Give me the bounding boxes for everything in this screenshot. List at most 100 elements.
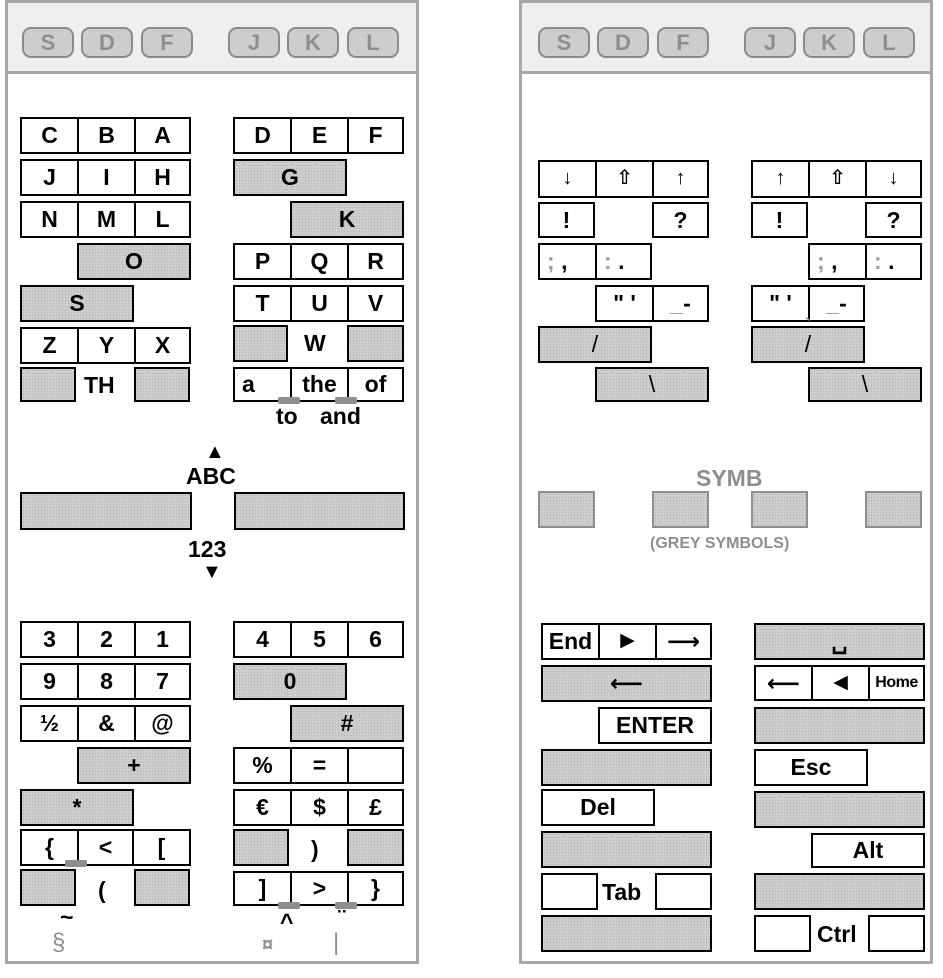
key-9[interactable]: 9 <box>20 663 77 700</box>
key-word-a[interactable]: a <box>233 367 290 402</box>
key-blank-paren-close-left[interactable] <box>233 829 289 866</box>
key-o[interactable]: O <box>77 243 191 280</box>
key-end[interactable]: End <box>541 623 598 660</box>
key-q[interactable]: Q <box>290 243 347 280</box>
key-alt[interactable]: Alt <box>811 833 925 868</box>
key-a[interactable]: A <box>134 117 191 154</box>
key-n[interactable]: N <box>20 201 77 238</box>
key-less-than[interactable]: < <box>77 829 134 866</box>
key-brace-close[interactable]: } <box>347 871 404 906</box>
key-pound[interactable]: £ <box>347 789 404 826</box>
home-key-l[interactable]: L <box>863 27 915 58</box>
key-shift[interactable]: ⇧ <box>808 160 865 198</box>
key-6[interactable]: 6 <box>347 621 404 658</box>
mode-bar-left[interactable] <box>20 492 192 530</box>
key-backslash[interactable]: \ <box>595 367 709 402</box>
key-g[interactable]: G <box>233 159 347 196</box>
key-left-triangle[interactable]: ◀ <box>811 665 868 701</box>
key-blank-right[interactable] <box>347 747 404 784</box>
key-brace-open[interactable]: { <box>20 829 77 866</box>
key-backslash[interactable]: \ <box>808 367 922 402</box>
key-v[interactable]: V <box>347 285 404 322</box>
key-asterisk[interactable]: * <box>20 789 134 826</box>
key-arrow-up[interactable]: ↑ <box>751 160 808 198</box>
key-at[interactable]: @ <box>134 705 191 742</box>
symb-key-1[interactable] <box>538 491 595 528</box>
key-x[interactable]: X <box>134 327 191 364</box>
key-l[interactable]: L <box>134 201 191 238</box>
key-i[interactable]: I <box>77 159 134 196</box>
key-arrow-up[interactable]: ↑ <box>652 160 709 198</box>
key-arrow-right[interactable]: ⟶ <box>655 623 712 660</box>
key-exclaim[interactable]: ! <box>751 202 808 238</box>
key-1[interactable]: 1 <box>134 621 191 658</box>
home-key-f[interactable]: F <box>657 27 709 58</box>
key-arrow-left-long[interactable]: ⟵ <box>541 665 712 702</box>
home-key-d[interactable]: D <box>81 27 133 58</box>
key-bracket-open[interactable]: [ <box>134 829 191 866</box>
key-arrow-left[interactable]: ⟵ <box>754 665 811 701</box>
key-b[interactable]: B <box>77 117 134 154</box>
home-key-s[interactable]: S <box>22 27 74 58</box>
key-7[interactable]: 7 <box>134 663 191 700</box>
key-slash[interactable]: / <box>538 326 652 363</box>
key-word-the[interactable]: the <box>290 367 347 402</box>
key-question[interactable]: ? <box>652 202 709 238</box>
key-0[interactable]: 0 <box>233 663 347 700</box>
key-dollar[interactable]: $ <box>290 789 347 826</box>
key-c[interactable]: C <box>20 117 77 154</box>
key-2[interactable]: 2 <box>77 621 134 658</box>
key-underscore-dash[interactable]: _- <box>652 285 709 322</box>
key-half[interactable]: ½ <box>20 705 77 742</box>
symb-key-3[interactable] <box>751 491 808 528</box>
key-f[interactable]: F <box>347 117 404 154</box>
key-exclaim[interactable]: ! <box>538 202 595 238</box>
key-blank-ctrl-left[interactable] <box>754 915 811 952</box>
key-k[interactable]: K <box>290 201 404 238</box>
key-blank-paren-close-right[interactable] <box>347 829 404 866</box>
symb-key-4[interactable] <box>865 491 922 528</box>
key-slash[interactable]: / <box>751 326 865 363</box>
key-blank-nav-right-1[interactable] <box>754 707 925 744</box>
key-blank-w-left[interactable] <box>233 325 288 362</box>
key-e[interactable]: E <box>290 117 347 154</box>
key-quotes[interactable]: " ' <box>751 285 808 322</box>
key-del[interactable]: Del <box>541 789 655 826</box>
mode-bar-right[interactable] <box>234 492 405 530</box>
key-blank-tab-left[interactable] <box>541 873 598 910</box>
key-blank-nav-left-1[interactable] <box>541 749 712 786</box>
home-key-d[interactable]: D <box>597 27 649 58</box>
home-key-j[interactable]: J <box>228 27 280 58</box>
key-space[interactable]: ␣ <box>754 623 925 660</box>
key-word-of[interactable]: of <box>347 367 404 402</box>
home-key-j[interactable]: J <box>744 27 796 58</box>
key-semicolon-comma[interactable]: ; , <box>538 243 595 280</box>
key-question[interactable]: ? <box>865 202 922 238</box>
key-ampersand[interactable]: & <box>77 705 134 742</box>
key-equals[interactable]: = <box>290 747 347 784</box>
key-blank-nav-right-2[interactable] <box>754 791 925 828</box>
home-key-s[interactable]: S <box>538 27 590 58</box>
key-blank-th-left[interactable] <box>20 367 76 402</box>
key-percent[interactable]: % <box>233 747 290 784</box>
key-blank-paren-right[interactable] <box>134 869 190 906</box>
key-blank-th-right[interactable] <box>134 367 190 402</box>
key-u[interactable]: U <box>290 285 347 322</box>
key-blank-paren-left[interactable] <box>20 869 76 906</box>
home-key-k[interactable]: K <box>287 27 339 58</box>
key-blank-nav-right-3[interactable] <box>754 873 925 910</box>
key-arrow-down[interactable]: ↓ <box>538 160 595 198</box>
key-underscore-dash[interactable]: _- <box>808 285 865 322</box>
key-3[interactable]: 3 <box>20 621 77 658</box>
key-blank-nav-left-2[interactable] <box>541 831 712 868</box>
key-blank-tab-right[interactable] <box>655 873 712 910</box>
key-hash[interactable]: # <box>290 705 404 742</box>
key-s[interactable]: S <box>20 285 134 322</box>
home-key-k[interactable]: K <box>803 27 855 58</box>
key-shift[interactable]: ⇧ <box>595 160 652 198</box>
key-z[interactable]: Z <box>20 327 77 364</box>
key-enter[interactable]: ENTER <box>598 707 712 744</box>
key-t[interactable]: T <box>233 285 290 322</box>
key-colon-period[interactable]: : . <box>595 243 652 280</box>
key-blank-w-right[interactable] <box>347 325 404 362</box>
